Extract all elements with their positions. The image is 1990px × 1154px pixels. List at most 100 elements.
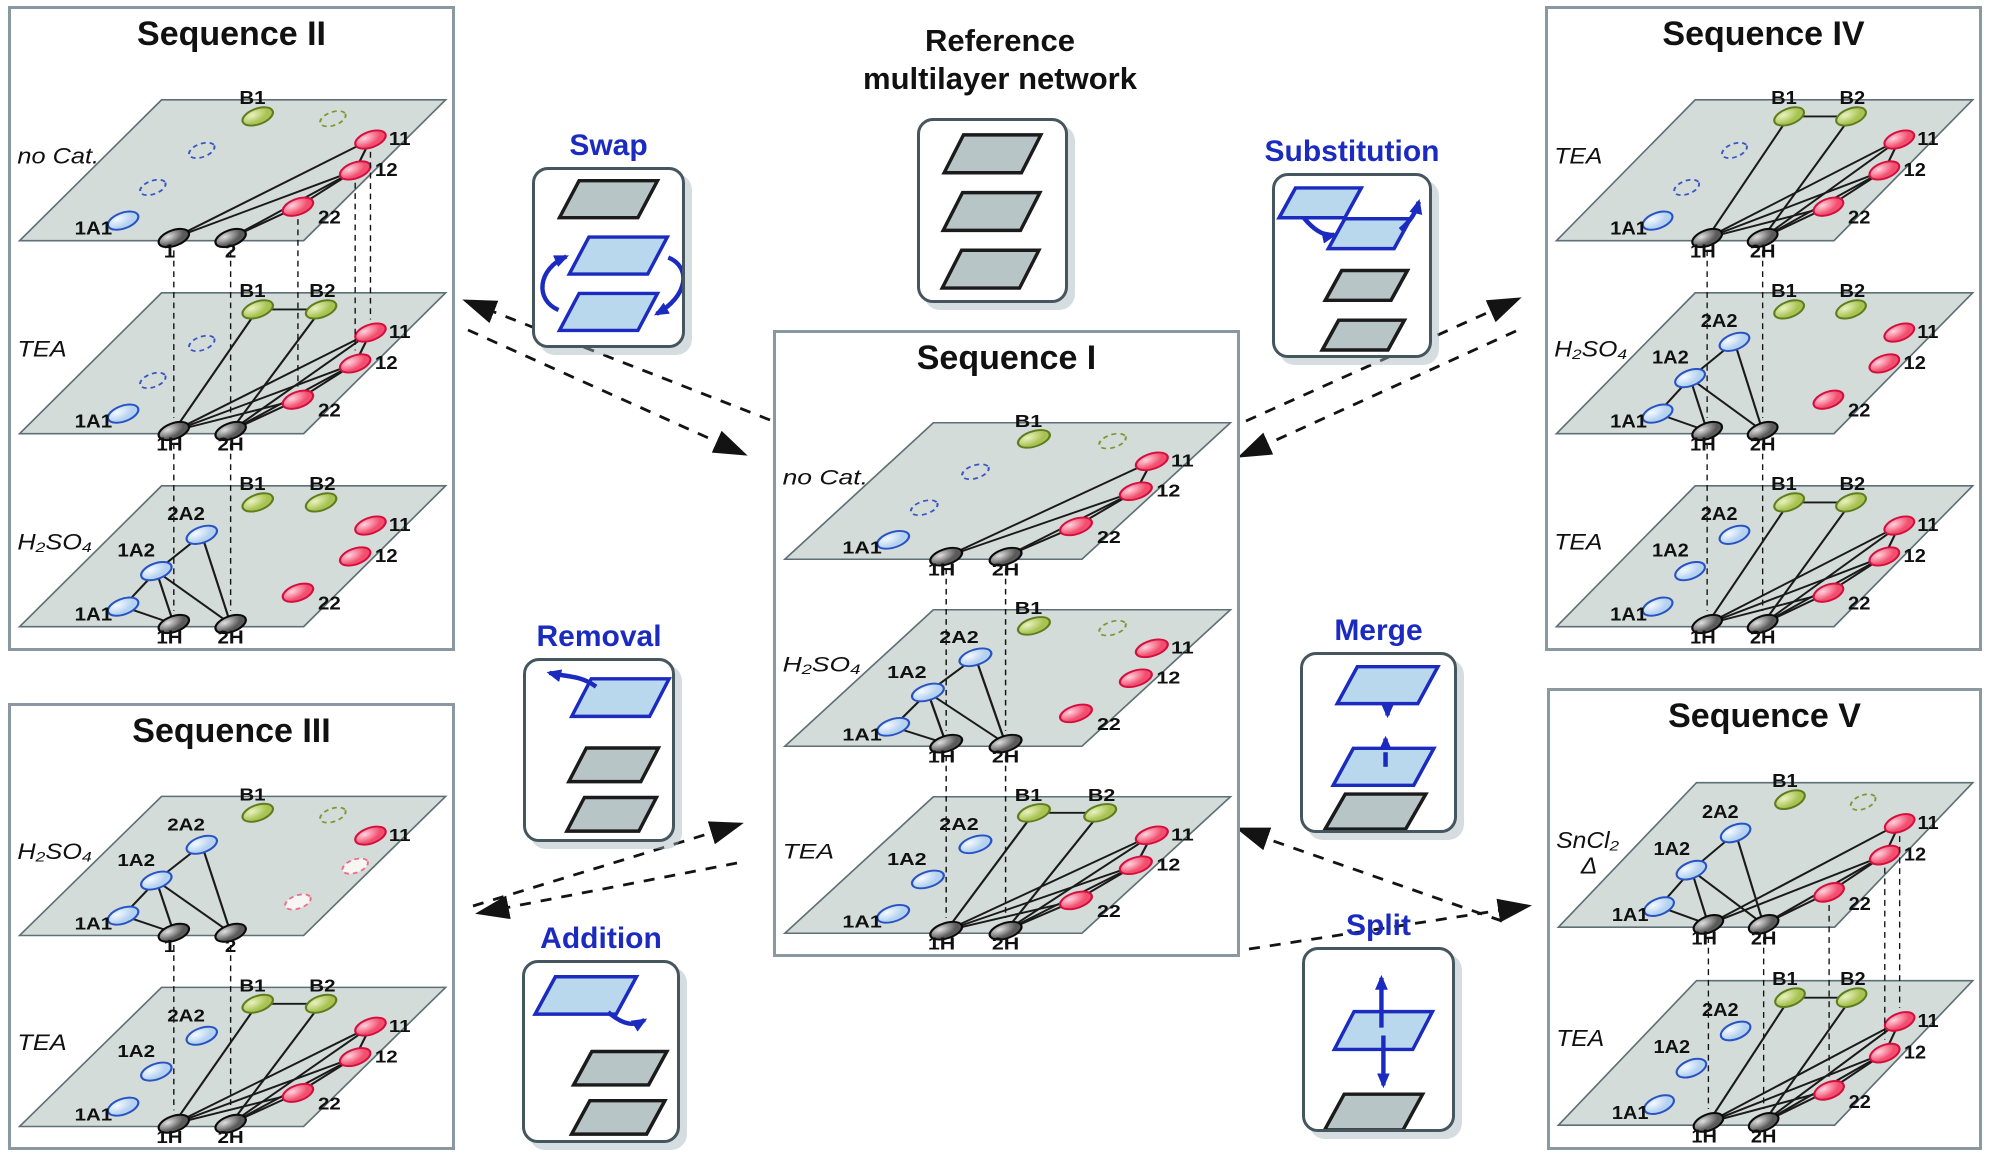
node-11 [354, 515, 387, 536]
addition-icon [532, 975, 670, 1136]
node-22 [1812, 196, 1845, 217]
node-label: 1A1 [75, 412, 113, 433]
node-label: B1 [1771, 475, 1797, 495]
node-12 [1118, 481, 1153, 502]
node-label: 1H [1691, 1127, 1717, 1147]
node-label: 11 [1918, 1012, 1939, 1032]
node-label: B1 [1772, 970, 1798, 990]
node-label: 1A1 [1610, 219, 1647, 239]
empty-node [139, 371, 167, 390]
node-label: 12 [375, 353, 398, 374]
layer-plane [17, 795, 448, 937]
node-label: 12 [1904, 547, 1926, 567]
sequence-i-title: Sequence I [916, 339, 1097, 377]
catalyst-label: TEA [1556, 1026, 1604, 1052]
node-22 [1058, 516, 1093, 537]
edge [1762, 1020, 1901, 1124]
node-22 [1058, 890, 1093, 911]
node-12 [338, 546, 372, 567]
node-label: 2H [218, 628, 244, 649]
node-label: B2 [1839, 89, 1865, 109]
node-1A1 [106, 596, 140, 617]
edge [1689, 377, 1709, 432]
edge [926, 692, 948, 744]
node-2H [214, 1113, 247, 1134]
swap-icon [540, 178, 682, 333]
arrow-seq5-to-seq1 [1235, 827, 1503, 923]
node-label: B2 [309, 976, 335, 996]
layer-icon-blue [568, 677, 672, 719]
layer-icon-blue [556, 291, 661, 333]
node-label: 1H [1690, 243, 1716, 263]
empty-node [188, 334, 216, 352]
node-label: B2 [309, 281, 335, 302]
node-2 [214, 922, 247, 943]
node-label: 2A2 [939, 628, 978, 648]
node-label: 1H [928, 935, 955, 955]
node-B2 [304, 993, 338, 1014]
node-1A1 [106, 1096, 140, 1117]
layer-plane [782, 422, 1233, 561]
node-label: 1A2 [887, 850, 926, 870]
node-label: 11 [389, 322, 411, 343]
layer-icon-blue [1334, 664, 1441, 706]
catalyst-label: SnCl₂ [1556, 828, 1619, 854]
node-label: 12 [375, 1047, 398, 1067]
empty-node [319, 806, 347, 824]
operation-removal-box [523, 658, 675, 842]
node-label: B1 [239, 786, 266, 806]
node-label: 12 [1156, 855, 1180, 875]
node-label: 22 [318, 401, 341, 422]
node-2H [988, 546, 1023, 567]
reference-title-line2: multilayer network [863, 61, 1137, 96]
node-1A1 [106, 403, 140, 424]
node-label: 22 [1849, 894, 1871, 914]
edge [155, 570, 175, 625]
edge [945, 490, 1137, 558]
node-1A1 [106, 210, 140, 231]
node-2H [214, 420, 247, 442]
node-1A2 [1674, 561, 1706, 582]
node-label: 2A2 [1701, 312, 1738, 332]
node-label: 1A2 [1652, 541, 1689, 561]
node-label: B2 [1840, 970, 1866, 990]
node-12 [338, 353, 372, 374]
node-2H [1747, 914, 1780, 935]
edge [155, 570, 232, 625]
node-1A1 [1643, 1094, 1675, 1115]
node-B1 [1016, 616, 1051, 636]
edge [1004, 812, 1102, 932]
catalyst-label: H₂SO₄ [1554, 338, 1627, 363]
empty-node [188, 141, 216, 159]
node-12 [1868, 1042, 1901, 1064]
catalyst-label: TEA [17, 337, 66, 362]
node-label: B1 [239, 281, 265, 302]
reference-title: Reference multilayer network [760, 22, 1240, 98]
node-2H [1746, 420, 1779, 442]
merge-icon [1322, 664, 1441, 830]
operation-removal: Removal [523, 620, 675, 842]
node-B2 [1835, 492, 1867, 513]
operation-swap-box [532, 167, 685, 348]
node-B1 [241, 106, 275, 127]
empty-node [1721, 141, 1748, 159]
layer-icon-blue [1325, 217, 1414, 251]
node-1A1 [1643, 896, 1675, 917]
node-1A2 [910, 682, 945, 703]
node-1A1 [1641, 210, 1674, 231]
catalyst-label: TEA [783, 840, 835, 864]
node-label: B2 [1839, 475, 1865, 495]
node-2A2 [1719, 822, 1752, 844]
empty-node [284, 893, 312, 911]
node-12 [1118, 855, 1153, 876]
operation-removal-label: Removal [536, 620, 662, 653]
node-label: 12 [1156, 668, 1180, 688]
node-label: 11 [1918, 814, 1939, 834]
